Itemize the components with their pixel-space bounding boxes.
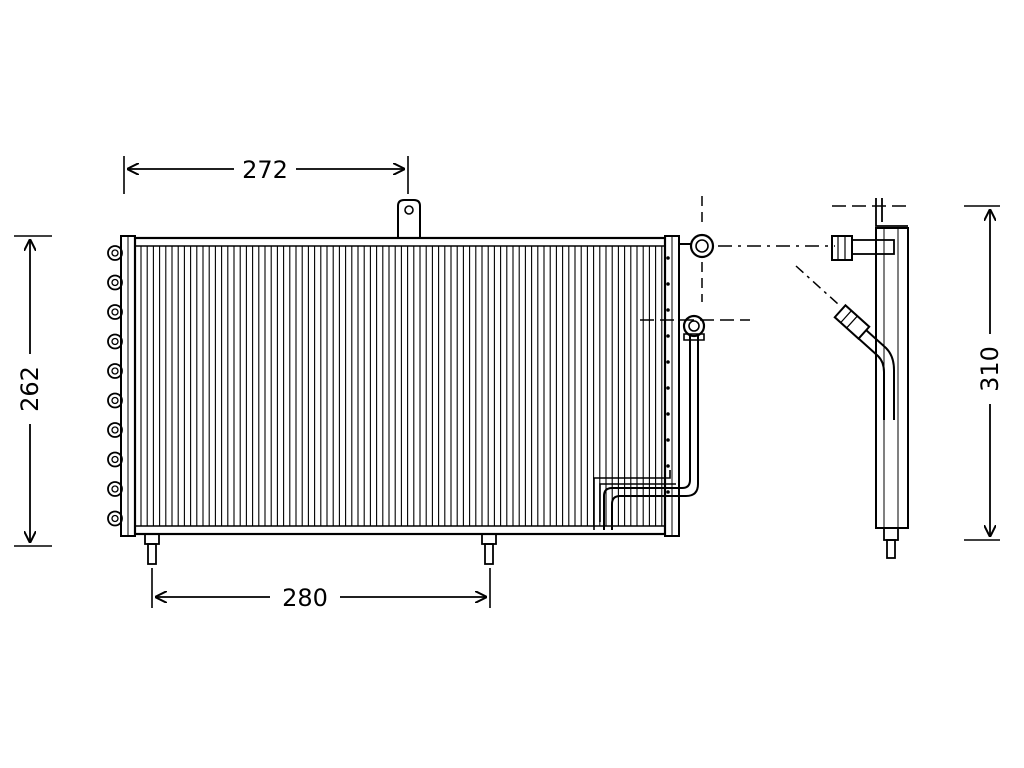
center-lines	[640, 196, 835, 321]
bottom-pin-right	[481, 533, 497, 565]
dimension-label-272: 272	[242, 156, 288, 184]
dimension-bottom-width: 280	[151, 568, 491, 612]
cooling-fins	[140, 246, 663, 526]
right-header-tank	[664, 235, 680, 537]
lower-fitting	[682, 314, 706, 341]
dimension-label-262: 262	[16, 366, 44, 412]
top-mounting-tab	[397, 199, 421, 238]
bottom-pin-left	[144, 533, 160, 565]
left-header-tank	[107, 235, 136, 537]
side-bottom-pin	[883, 527, 899, 559]
side-body	[875, 227, 909, 529]
upper-fitting	[679, 233, 715, 259]
side-angled-fitting	[795, 265, 895, 420]
dimension-label-310: 310	[976, 346, 1004, 392]
condenser-core	[133, 236, 667, 536]
side-view	[795, 198, 912, 559]
front-view	[107, 196, 835, 565]
dimension-left-height: 262	[14, 235, 52, 547]
header-bolts	[107, 245, 123, 527]
outlet-pipe	[593, 335, 699, 530]
dimension-side-height: 310	[964, 205, 1004, 541]
dimension-label-280: 280	[282, 584, 328, 612]
header-rivets	[666, 256, 670, 494]
side-upper-fitting	[831, 235, 895, 261]
dimension-top-width: 272	[123, 156, 409, 194]
